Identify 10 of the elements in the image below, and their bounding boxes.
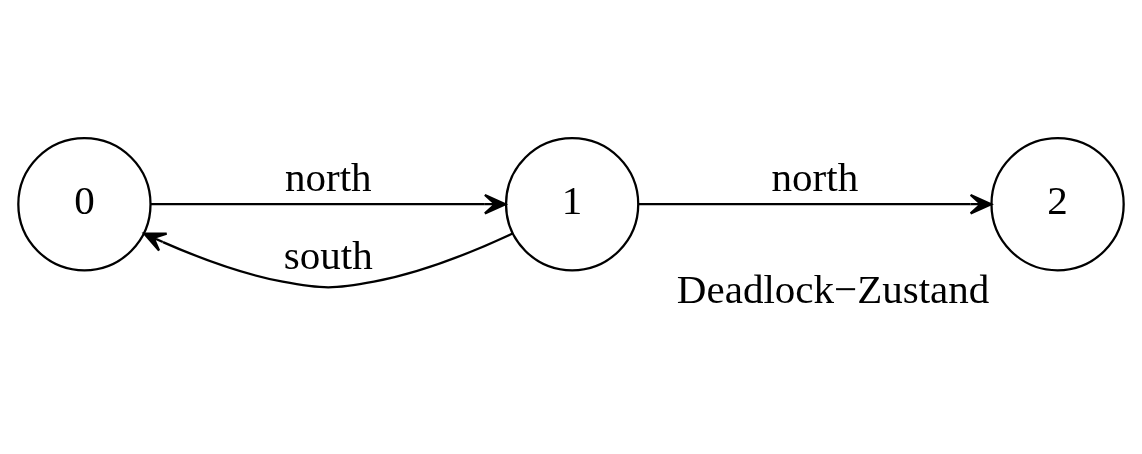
edge-label: south [283,231,373,278]
edge-label: north [284,154,372,201]
node-circle: 2 [990,137,1125,272]
node-circle: 0 [17,137,152,272]
arrow [143,232,513,289]
arrow [150,193,507,215]
node-label: Deadlock−Zustand [676,266,990,313]
node-circle: 1 [504,137,640,272]
arrow [638,193,993,215]
edge-label: north [771,154,859,201]
